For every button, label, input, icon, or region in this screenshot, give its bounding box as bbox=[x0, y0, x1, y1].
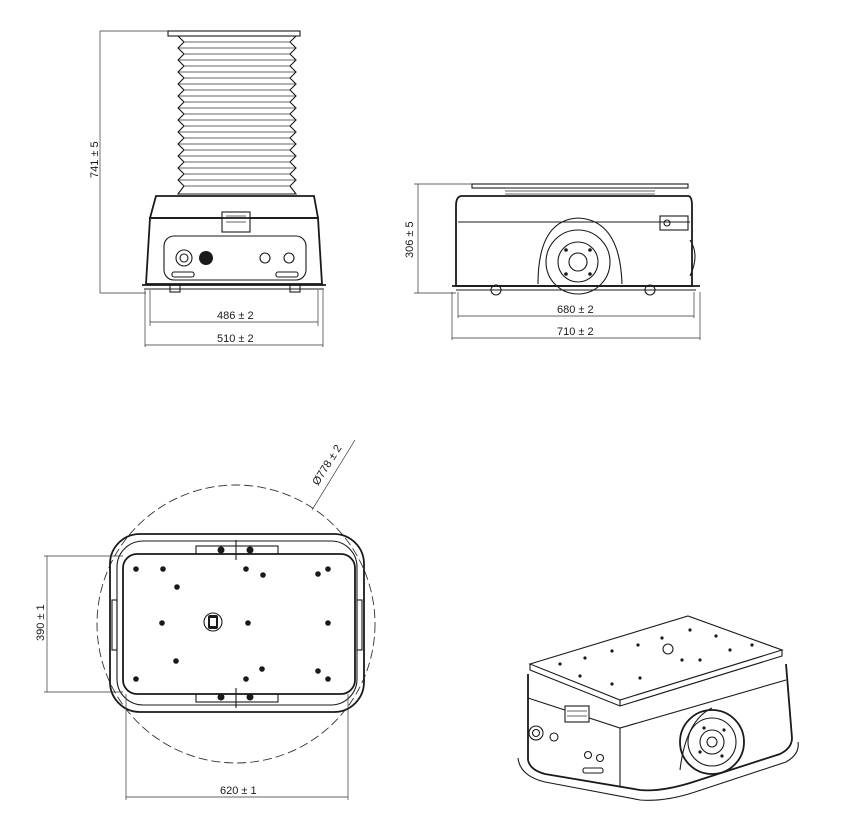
dim-front-outer-width: 510 ± 2 bbox=[217, 333, 254, 345]
dim-top-width: 390 ± 1 bbox=[35, 604, 47, 641]
dim-side-height: 306 ± 5 bbox=[404, 221, 416, 258]
dim-side-inner-length: 680 ± 2 bbox=[557, 304, 594, 316]
side-view: 306 ± 5 680 ± 2 710 ± 2 bbox=[404, 183, 701, 340]
dim-front-inner-width: 486 ± 2 bbox=[217, 310, 254, 322]
front-view: 741 ± 5 486 ± 2 510 ± 2 bbox=[89, 30, 326, 347]
dim-side-outer-length: 710 ± 2 bbox=[557, 326, 594, 338]
dim-top-length: 620 ± 1 bbox=[220, 785, 257, 797]
top-view: 390 ± 1 620 ± 1 Ø778 ± 2 bbox=[35, 439, 376, 800]
isometric-view bbox=[517, 615, 799, 801]
dim-front-height: 741 ± 5 bbox=[89, 141, 101, 178]
turning-circle bbox=[96, 484, 376, 764]
